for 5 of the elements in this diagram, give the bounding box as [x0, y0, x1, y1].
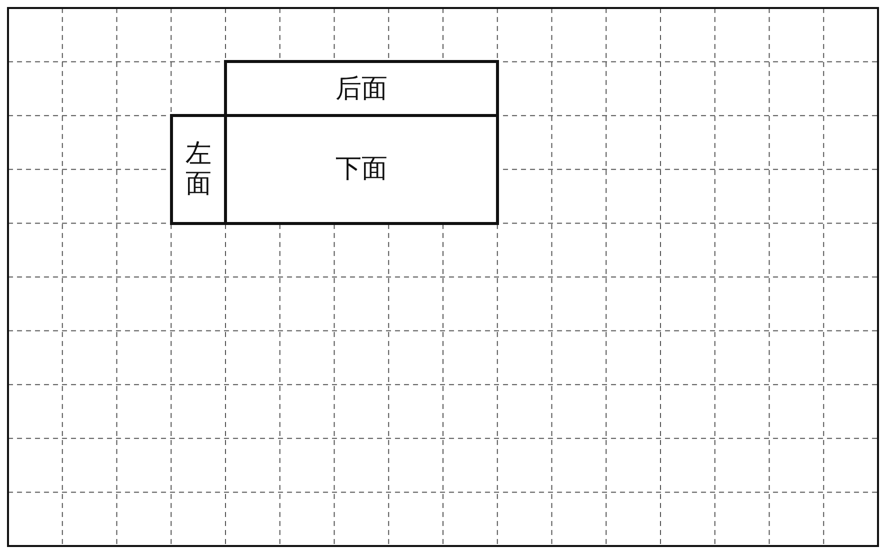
bottom-face-rect: [224, 114, 499, 225]
face-label: 左面: [184, 139, 212, 200]
face-label: 后面: [335, 74, 388, 104]
left-face-rect: [170, 114, 227, 225]
face-label: 下面: [335, 154, 388, 184]
